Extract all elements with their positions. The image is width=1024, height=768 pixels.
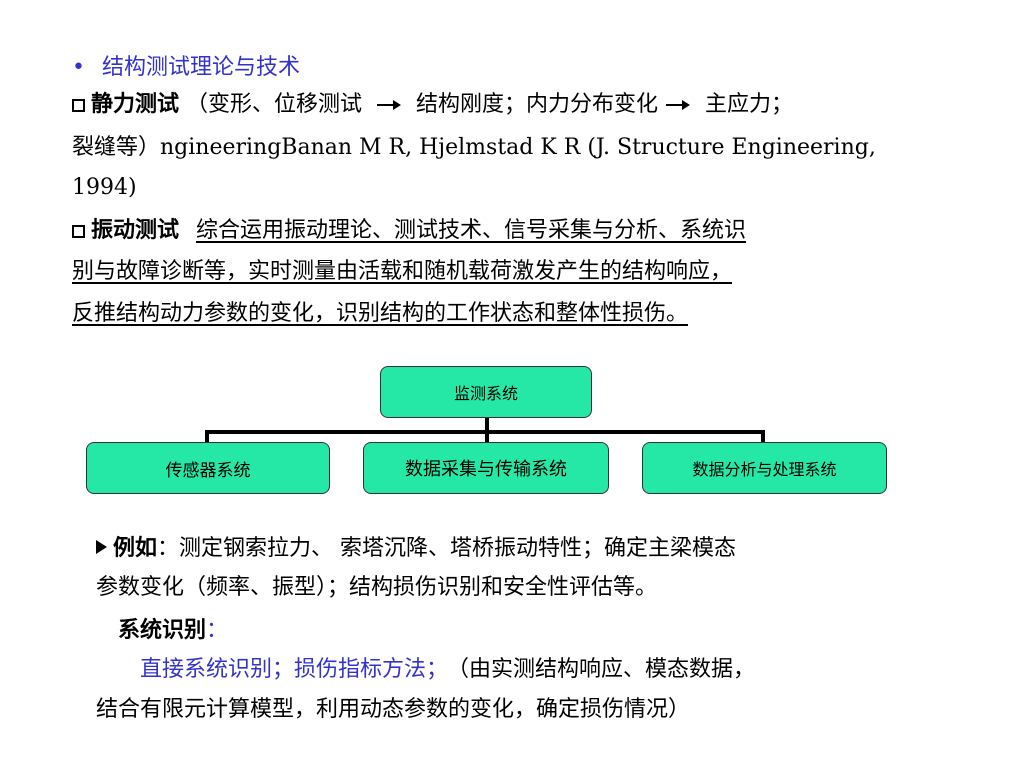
static-test-line1: 静力测试 （变形、位移测试 结构刚度；内力分布变化 主应力； [72,86,793,123]
diagram-child-analysis: 数据分析与处理系统 [642,442,887,494]
sysid-label: 系统识别 [118,617,207,643]
vibration-test-line1: 振动测试 综合运用振动理论、测试技术、信号采集与分析、系统识 [72,212,746,249]
bullet-dot: • [72,55,85,80]
triangle-bullet-icon [96,540,107,554]
sysid-line1: 直接系统识别；损伤指标方法； （由实测结构响应、模态数据， [140,652,755,688]
arrow-right-icon [666,99,691,111]
section-title: • 结构测试理论与技术 [72,50,300,86]
sysid-colon: ： [206,618,229,643]
section-title-text: 结构测试理论与技术 [101,55,300,80]
static-test-line2: 裂缝等）ngineeringBanan M R, Hjelmstad K R (… [72,135,876,160]
static-test-text-c: 主应力； [705,92,794,117]
checkbox-square-icon [72,225,85,238]
static-test-text-b: 结构刚度；内力分布变化 [416,92,659,117]
sysid-heading: 系统识别： [118,612,228,649]
static-test-text-a: （变形、位移测试 [186,92,363,117]
connector-root [485,418,489,432]
example-line2: 参数变化（频率、振型）；结构损伤识别和安全性评估等。 [96,575,658,600]
checkbox-square-icon [72,99,85,112]
example-colon: ： [157,536,180,561]
connector-middle [485,430,489,444]
connector-right [761,430,765,444]
sysid-methods: 直接系统识别；损伤指标方法； [140,657,449,682]
diagram-child-acquisition: 数据采集与传输系统 [363,442,609,494]
diagram-root-box: 监测系统 [380,366,592,418]
vibration-test-line2: 别与故障诊断等，实时测量由活载和随机载荷激发产生的结构响应， [72,259,733,284]
example-line1: 例如：测定钢索拉力、 索塔沉降、塔桥振动特性；确定主梁模态 [96,530,736,567]
example-text1: 测定钢索拉力、 索塔沉降、塔桥振动特性；确定主梁模态 [179,536,737,561]
example-label: 例如 [113,535,158,561]
connector-left [205,430,209,444]
diagram-child-sensor: 传感器系统 [86,442,330,494]
static-test-line3: 1994) [72,175,137,200]
sysid-line2: 结合有限元计算模型，利用动态参数的变化，确定损伤情况） [96,697,691,722]
vibration-test-line3: 反推结构动力参数的变化，识别结构的工作状态和整体性损伤。 [72,301,689,326]
arrow-right-icon [377,99,402,111]
vibration-test-text1: 综合运用振动理论、测试技术、信号采集与分析、系统识 [196,218,747,243]
vibration-test-label: 振动测试 [91,217,180,243]
sysid-desc1: （由实测结构响应、模态数据， [458,657,756,682]
static-test-label: 静力测试 [91,91,180,117]
